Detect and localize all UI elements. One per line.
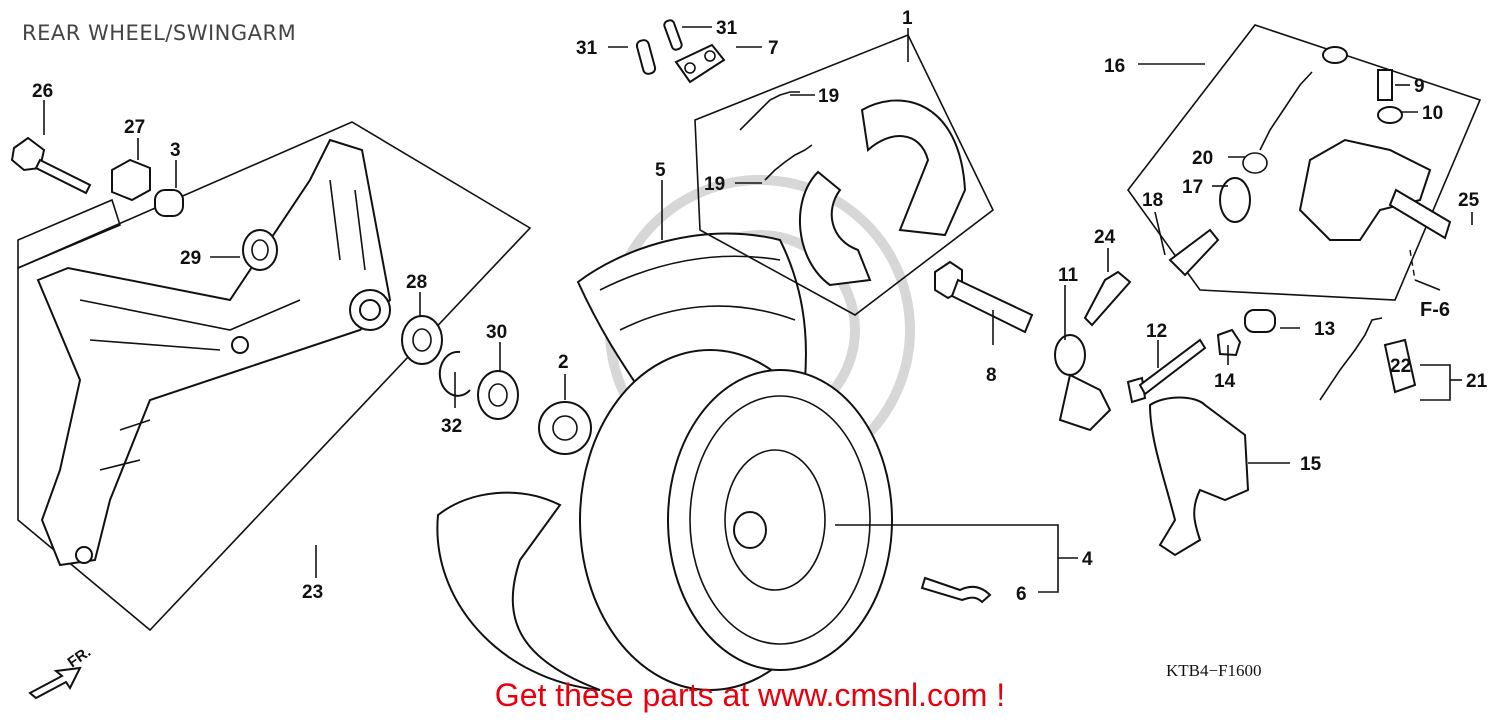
joint-18[interactable] (1168, 228, 1220, 277)
callout-8: 8 (986, 365, 997, 386)
pin-31-right[interactable] (663, 19, 683, 51)
brake-pedal-15[interactable] (1148, 396, 1250, 557)
brake-shoe-upper[interactable] (860, 99, 967, 237)
reference-f6: F-6 (1420, 299, 1450, 321)
callout-15: 15 (1300, 454, 1322, 475)
spring-19-upper[interactable] (739, 91, 800, 131)
brake-lever-panel[interactable] (1298, 138, 1432, 241)
bolt-26[interactable] (10, 136, 92, 195)
collar-2[interactable] (538, 401, 592, 455)
plate-7[interactable] (674, 43, 726, 84)
axle-8[interactable] (934, 260, 1034, 334)
callout-19-lower: 19 (704, 174, 725, 195)
callout-30: 30 (486, 322, 507, 343)
leader-lines (43, 26, 1473, 593)
callout-13: 13 (1314, 319, 1335, 340)
fitting-9[interactable] (1377, 69, 1393, 101)
brake-arm-11[interactable] (1054, 334, 1112, 432)
callout-23: 23 (302, 582, 323, 603)
callout-11: 11 (1058, 265, 1079, 286)
bolt-25[interactable] (1388, 188, 1452, 240)
valve-6[interactable] (920, 576, 992, 604)
callout-2: 2 (558, 352, 569, 373)
promo-banner[interactable]: Get these parts at www.cmsnl.com ! (494, 677, 1006, 713)
seal-29[interactable] (242, 229, 278, 271)
diagram-title: REAR WHEEL/SWINGARM (22, 21, 297, 45)
callout-28: 28 (406, 272, 427, 293)
collar-30[interactable] (477, 370, 519, 420)
fr-label: FR. (65, 643, 95, 671)
cap-13[interactable] (1244, 309, 1276, 333)
brake-shoes-group (694, 33, 995, 316)
callout-20: 20 (1192, 148, 1213, 169)
cap-top[interactable] (1322, 46, 1348, 64)
callout-24: 24 (1094, 227, 1116, 248)
nut-27[interactable] (111, 158, 151, 202)
wheel-4[interactable] (579, 349, 893, 691)
callout-25: 25 (1458, 190, 1480, 211)
callout-3: 3 (170, 140, 181, 161)
callout-6: 6 (1016, 584, 1027, 605)
callout-10: 10 (1422, 103, 1443, 124)
callout-1: 1 (902, 8, 913, 29)
spring-19-lower[interactable] (764, 144, 813, 181)
swingarm-group (10, 121, 532, 632)
callout-26: 26 (32, 81, 53, 102)
seal-17[interactable] (1219, 177, 1251, 223)
collar-3[interactable] (154, 189, 184, 217)
callout-14: 14 (1214, 371, 1236, 392)
brake-cam-group (1127, 24, 1482, 301)
spring-22[interactable] (1319, 317, 1383, 401)
swingarm-part[interactable] (36, 138, 392, 567)
bearing-28[interactable] (401, 315, 443, 365)
callout-29: 29 (180, 248, 201, 269)
callout-4: 4 (1082, 549, 1093, 570)
washer-20[interactable] (1242, 152, 1268, 174)
tire-cutaway (436, 491, 601, 691)
diagram-code: KTB4−F1600 (1166, 661, 1262, 680)
callout-9: 9 (1414, 76, 1425, 97)
callout-21: 21 (1466, 371, 1488, 392)
washer-10[interactable] (1377, 106, 1403, 124)
callout-16: 16 (1104, 56, 1125, 77)
callout-17: 17 (1182, 177, 1203, 198)
callout-labels: 26 27 3 29 28 30 32 2 23 5 1 31 31 7 19 … (32, 8, 1488, 605)
callout-32: 32 (441, 416, 462, 437)
spring-set[interactable] (1259, 71, 1313, 151)
callout-19-upper: 19 (818, 86, 839, 107)
callout-7: 7 (768, 38, 779, 59)
callout-31-right: 31 (716, 18, 738, 39)
callout-18: 18 (1142, 190, 1163, 211)
brake-shoe-lower[interactable] (798, 170, 872, 287)
callout-22: 22 (1390, 356, 1411, 377)
nut-14[interactable] (1216, 328, 1242, 357)
callout-31-left: 31 (576, 38, 598, 59)
pin-31-left[interactable] (635, 39, 657, 75)
callout-12: 12 (1146, 321, 1167, 342)
rubber-21[interactable] (1383, 338, 1417, 394)
callout-5: 5 (655, 160, 666, 181)
pivot-bolt-12[interactable] (1126, 338, 1207, 404)
bolt-24[interactable] (1083, 270, 1132, 327)
callout-27: 27 (124, 117, 145, 138)
